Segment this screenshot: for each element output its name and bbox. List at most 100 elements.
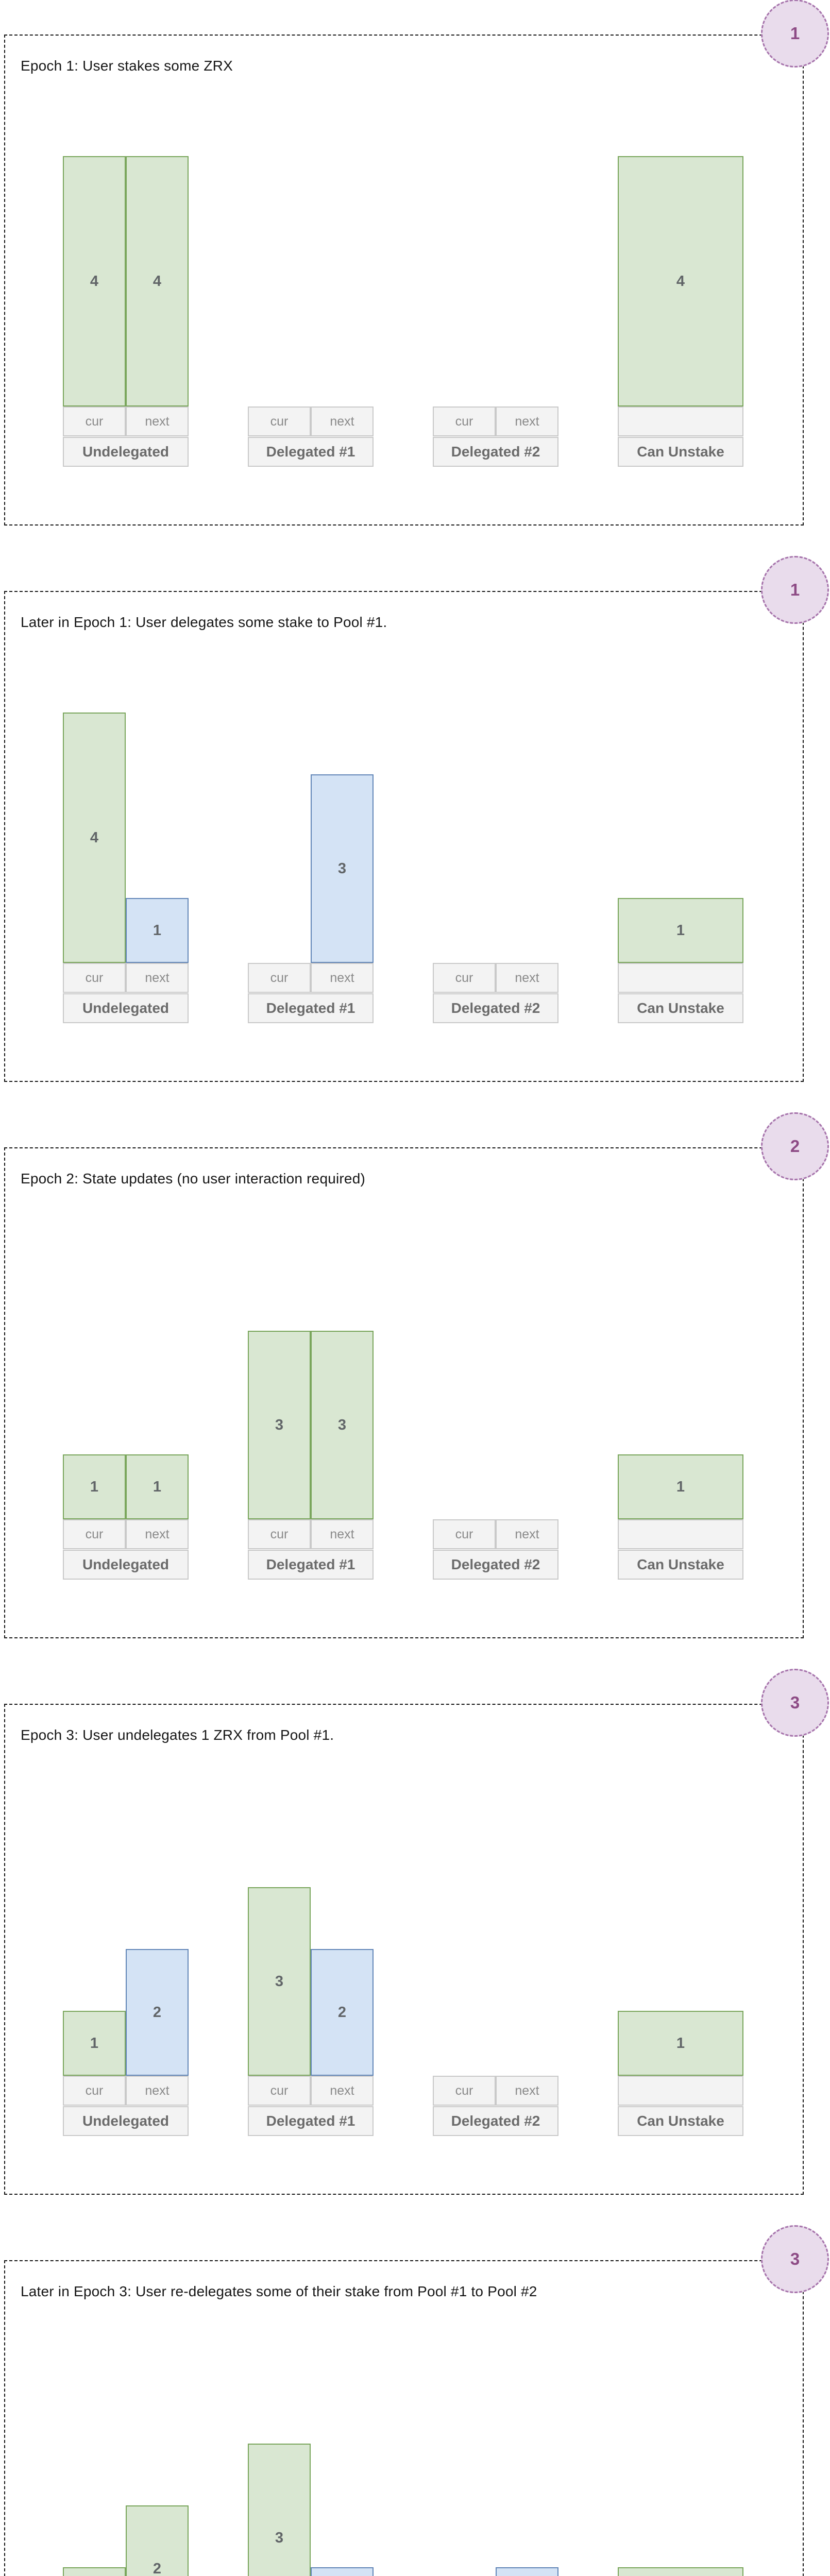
group-label: Delegated #2 — [433, 2106, 558, 2136]
bar-value: 1 — [676, 1478, 685, 1495]
epoch-panel: Later in Epoch 1: User delegates some st… — [4, 556, 829, 1082]
bar-value: 1 — [676, 922, 685, 939]
header-cell-empty — [618, 1519, 743, 1549]
group-label: Delegated #2 — [433, 437, 558, 467]
epoch-panel: Epoch 3: User undelegates 1 ZRX from Poo… — [4, 1669, 829, 2195]
stake-bar-green: 3 — [311, 1331, 374, 1519]
bar-value: 1 — [90, 1478, 99, 1495]
group-label: Delegated #1 — [248, 437, 374, 467]
header-cell-empty — [618, 406, 743, 436]
panel-title: Later in Epoch 1: User delegates some st… — [21, 614, 387, 630]
bar-value: 3 — [275, 1973, 284, 1990]
bar-value: 1 — [153, 922, 162, 939]
panel-title: Epoch 2: State updates (no user interact… — [21, 1171, 365, 1187]
header-cell-cur: cur — [63, 963, 126, 993]
header-cell-next: next — [311, 1519, 374, 1549]
bar-value: 1 — [676, 2035, 685, 2052]
epoch-panel: Epoch 2: State updates (no user interact… — [4, 1112, 829, 1638]
stake-bar-blue: 1 — [496, 2567, 558, 2576]
bar-value: 3 — [275, 2529, 284, 2546]
group-label: Can Unstake — [618, 1550, 743, 1580]
group-label: Undelegated — [63, 437, 189, 467]
header-cell-next: next — [496, 2076, 558, 2106]
header-cell-cur: cur — [248, 1519, 311, 1549]
group-label: Undelegated — [63, 1550, 189, 1580]
header-cell-empty — [618, 963, 743, 993]
header-cell-next: next — [126, 1519, 189, 1549]
stake-bar-green: 4 — [126, 156, 189, 406]
stake-bar-green: 2 — [126, 2505, 189, 2576]
stake-bar-green: 4 — [63, 156, 126, 406]
stake-bar-blue: 3 — [311, 774, 374, 963]
bar-value: 4 — [90, 273, 99, 290]
group-label: Can Unstake — [618, 2106, 743, 2136]
stake-bar-green: 3 — [248, 1331, 311, 1519]
header-cell-empty — [618, 2076, 743, 2106]
stake-bar-green: 3 — [248, 1887, 311, 2076]
bar-value: 1 — [153, 1478, 162, 1495]
stake-bar-green: 1 — [618, 2567, 743, 2576]
header-cell-cur: cur — [63, 1519, 126, 1549]
panel-title: Epoch 3: User undelegates 1 ZRX from Poo… — [21, 1727, 334, 1743]
bar-value: 1 — [90, 2035, 99, 2052]
header-cell-next: next — [311, 406, 374, 436]
bar-value: 3 — [337, 860, 347, 877]
header-cell-next: next — [496, 1519, 558, 1549]
epoch-number-badge: 1 — [761, 0, 829, 67]
header-cell-next: next — [126, 2076, 189, 2106]
stake-bar-green: 1 — [618, 1454, 743, 1519]
stake-bar-blue: 2 — [126, 1949, 189, 2076]
header-cell-cur: cur — [248, 963, 311, 993]
stake-bar-green: 1 — [126, 1454, 189, 1519]
stake-bar-blue: 2 — [311, 1949, 374, 2076]
group-label: Delegated #2 — [433, 993, 558, 1023]
panel-title: Later in Epoch 3: User re-delegates some… — [21, 2283, 537, 2299]
group-label: Delegated #1 — [248, 1550, 374, 1580]
header-cell-cur: cur — [433, 406, 496, 436]
header-cell-next: next — [311, 963, 374, 993]
header-cell-cur: cur — [433, 2076, 496, 2106]
group-label: Can Unstake — [618, 993, 743, 1023]
bar-value: 2 — [153, 2004, 162, 2021]
group-label: Delegated #1 — [248, 993, 374, 1023]
bar-value: 4 — [153, 273, 162, 290]
bar-value: 3 — [275, 1416, 284, 1433]
bar-value: 2 — [337, 2004, 347, 2021]
epoch-number-badge: 1 — [761, 556, 829, 624]
bar-value: 4 — [676, 273, 685, 290]
stake-bar-green: 1 — [63, 2011, 126, 2076]
header-cell-cur: cur — [63, 2076, 126, 2106]
stake-bar-blue: 1 — [126, 898, 189, 963]
header-cell-cur: cur — [63, 406, 126, 436]
header-cell-cur: cur — [248, 406, 311, 436]
group-label: Undelegated — [63, 2106, 189, 2136]
group-label: Undelegated — [63, 993, 189, 1023]
epoch-number-badge: 2 — [761, 1112, 829, 1180]
stake-bar-green: 1 — [63, 2567, 126, 2576]
header-cell-cur: cur — [433, 1519, 496, 1549]
group-label: Delegated #2 — [433, 1550, 558, 1580]
stake-bar-green: 1 — [618, 898, 743, 963]
group-label: Can Unstake — [618, 437, 743, 467]
epoch-number-badge: 3 — [761, 2225, 829, 2293]
bar-value: 2 — [153, 2560, 162, 2576]
header-cell-next: next — [496, 963, 558, 993]
stake-bar-green: 1 — [618, 2011, 743, 2076]
epoch-number-badge: 3 — [761, 1669, 829, 1737]
